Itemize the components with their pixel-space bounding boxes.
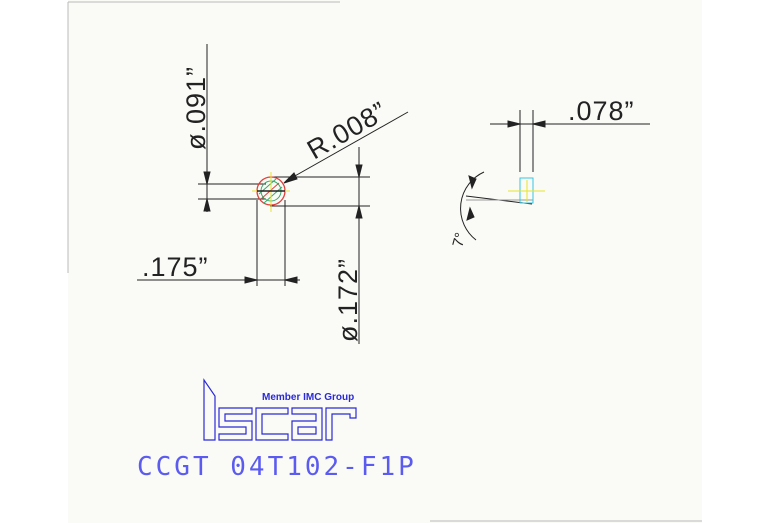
iscar-logo-icon	[203, 378, 357, 441]
arrow-thick-left	[507, 120, 521, 128]
leader-radius	[285, 111, 409, 182]
insert-side-view	[508, 177, 545, 204]
dim-text-thickness: .078”	[568, 96, 635, 126]
logo-letter-i	[203, 378, 216, 441]
arrow-small-dia-top	[203, 171, 211, 185]
logo-letter-c	[255, 407, 289, 441]
dim-text-angle: 7°	[449, 231, 469, 249]
logo-letter-r	[325, 407, 357, 441]
side-view	[460, 110, 650, 241]
arrow-angle-top	[468, 175, 477, 190]
arrow-length-left	[244, 276, 258, 284]
arrow-radius	[283, 172, 298, 184]
arrow-small-dia-bottom	[203, 198, 211, 212]
member-imc-group-text: Member IMC Group	[262, 392, 355, 403]
dim-text-large-dia: ø.172”	[333, 258, 363, 342]
insert-front-view	[252, 172, 290, 212]
logo-letter-a	[291, 407, 323, 441]
part-code: CCGT 04T102-F1P	[137, 452, 417, 482]
dim-text-small-dia: ø.091”	[181, 66, 211, 150]
arrow-large-dia-bottom	[355, 205, 363, 219]
logo-letter-s	[218, 407, 253, 441]
angle-arc	[460, 171, 485, 241]
front-view	[137, 44, 409, 344]
arrow-length-right	[284, 276, 298, 284]
sheet-panel	[68, 0, 702, 523]
sheet-notch	[0, 0, 68, 273]
arrow-thick-right	[532, 120, 546, 128]
dim-text-length: .175”	[142, 252, 209, 282]
hatch-line-2	[263, 186, 283, 204]
arrow-angle-bottom	[466, 206, 475, 221]
arrow-large-dia-top	[355, 164, 363, 178]
